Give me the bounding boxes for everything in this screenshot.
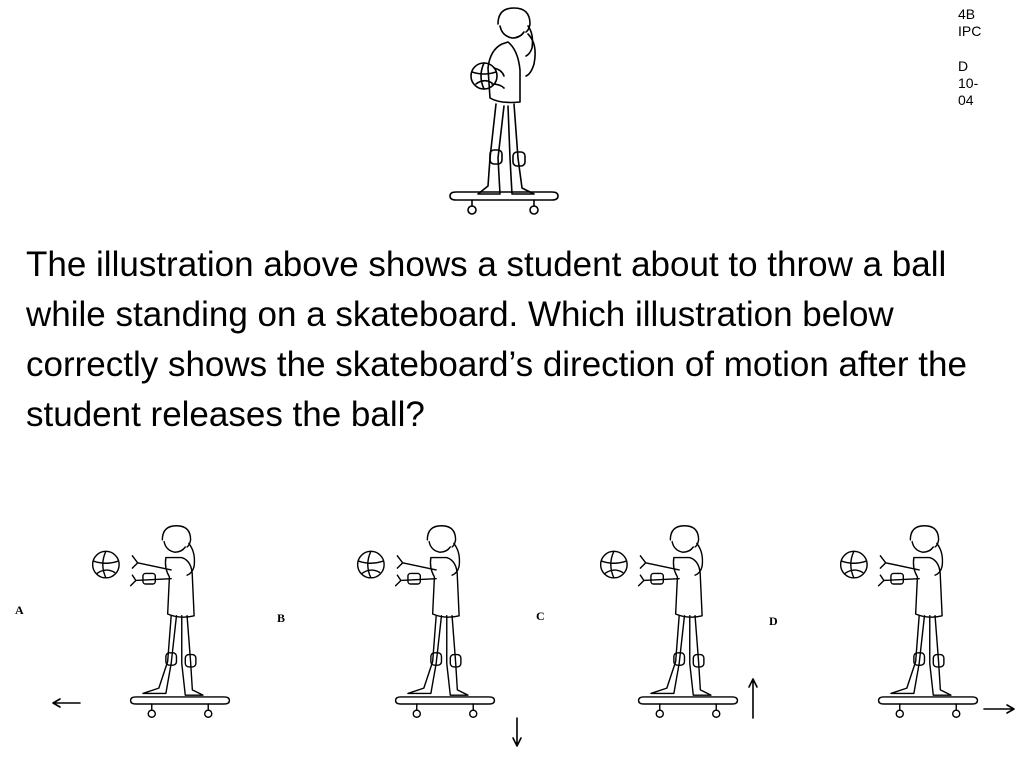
option-b-illustration	[356, 525, 496, 718]
question-text: The illustration above shows a student a…	[26, 245, 967, 434]
arrow-right-icon	[983, 704, 1015, 714]
option-c-label: C	[536, 609, 545, 623]
arrow-up-icon	[748, 678, 758, 719]
option-b-label: B	[277, 611, 286, 625]
tag-text: D	[958, 58, 969, 74]
slide-tag-topic: 4B IPC	[958, 6, 981, 40]
option-d-label: D	[769, 614, 778, 628]
option-c-illustration	[599, 525, 739, 718]
tag-text: 10-	[958, 75, 979, 91]
option-d-illustration	[839, 525, 979, 718]
tag-text: IPC	[958, 23, 982, 39]
option-a-illustration	[91, 525, 231, 718]
student-holding-ball-illustration	[449, 7, 559, 215]
slide-tag-code: D 10- 04	[958, 58, 978, 109]
tag-text: 04	[958, 92, 974, 108]
option-a-label: A	[15, 603, 24, 617]
tag-text: 4B	[958, 6, 976, 22]
arrow-down-icon	[512, 717, 522, 747]
arrow-left-icon	[52, 698, 81, 708]
